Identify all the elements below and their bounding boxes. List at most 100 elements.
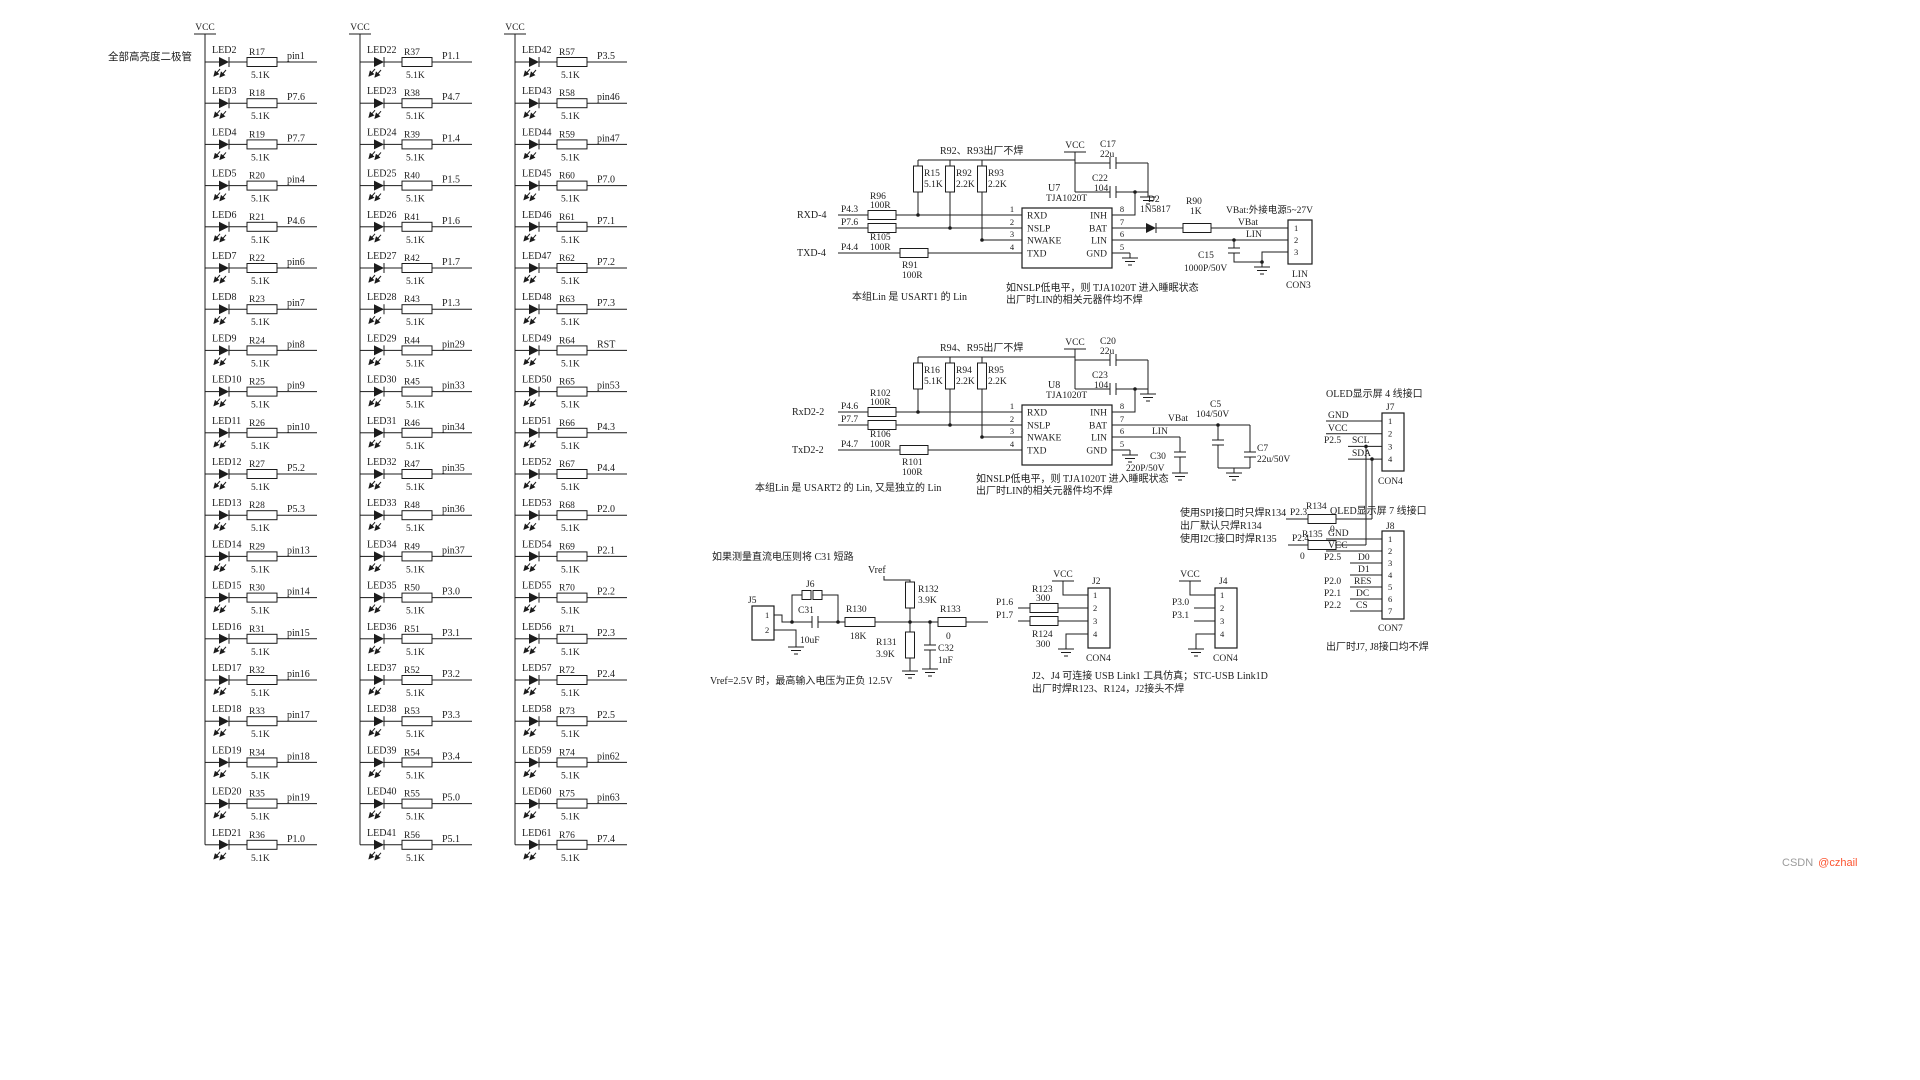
led-diode [374,633,384,644]
label-usb-j2-name: CON4 [1086,654,1111,664]
label-led_columns-2-rows-9-pin: P4.3 [597,422,615,433]
led-emission-arrow [368,315,376,324]
label-led_columns-1-rows-4-val: 5.1K [406,236,425,246]
label-lin2-r101-val: 100R [902,468,923,478]
led-diode [219,551,229,562]
label-oled7-note: 出厂时J7, J8接口均不焊 [1326,640,1429,653]
label-led_columns-1-rows-11-pin: pin36 [442,504,465,515]
label-lin1-rxd_pin: P4.3 [841,205,858,215]
resistor-body [401,798,433,809]
label-led_columns-2-rows-13-val: 5.1K [561,607,580,617]
label-led_columns-0-rows-3-res: R20 [249,172,265,182]
led-emission-arrow [523,398,531,407]
led-diode [219,263,229,273]
connector-body [1381,530,1405,620]
label-led_columns-0-rows-2-val: 5.1K [251,153,270,163]
resistor-body [556,757,588,768]
label-led_columns-2-rows-6-pin: P7.3 [597,298,615,309]
label-lin2-c23-ref: C23 [1092,371,1108,381]
label-led_columns-0-rows-2-led: LED4 [212,127,236,138]
label-led_columns-2-rows-15-val: 5.1K [561,689,580,699]
label-lin1-u-part: TJA1020T [1046,194,1087,204]
label-lin1-u-pins_right-0: INH [1090,212,1107,222]
led-diode [374,757,384,768]
led-emission-arrow [213,810,221,819]
led-emission-arrow [529,728,537,737]
led-emission-arrow [374,316,382,325]
label-led_columns-1-rows-5-res: R42 [404,254,420,264]
label-oled7-nums-2: 3 [1388,558,1392,568]
label-led_columns-1-rows-6-res: R43 [404,295,420,305]
label-led_columns-0-rows-14-val: 5.1K [251,648,270,658]
label-lin2-r16-val: 5.1K [924,377,943,387]
resistor-body [556,304,588,315]
label-oled4-pins-0-label: GND [1328,411,1349,421]
led-emission-arrow [368,810,376,819]
label-led_columns-0-rows-10-val: 5.1K [251,483,270,493]
label-lin1-lin: LIN [1246,230,1262,240]
led-diode [529,469,539,479]
label-led_columns-0-rows-13-res: R30 [249,584,265,594]
led-emission-arrow [523,357,531,366]
label-oled7-nums-5: 6 [1388,594,1392,604]
label-oled7-nums-4: 5 [1388,582,1392,592]
ic-body [1021,207,1113,269]
led-emission-arrow [213,233,221,242]
label-lin1-d2-val: 1N5817 [1140,205,1171,215]
label-lin2-u-pins_left-2: NWAKE [1027,434,1061,444]
resistor-body [556,263,588,273]
label-led_columns-1-rows-7-led: LED29 [367,333,396,344]
label-usb-p30: P3.0 [1172,598,1189,608]
led-diode [219,221,229,232]
label-lin2-r101-ref: R101 [902,458,923,468]
label-led_columns-2-rows-16-led: LED58 [522,704,551,715]
label-led_columns-1-rows-8-led: LED30 [367,375,396,386]
resistor-body [556,716,588,727]
label-adc-r133-ref: R133 [940,605,961,615]
ic-body [1021,404,1113,466]
resistor-body [945,165,955,193]
led-emission-arrow [219,275,227,284]
led-emission-arrow [523,686,531,695]
led-emission-arrow [368,439,376,448]
led-emission-arrow [523,810,531,819]
label-led_columns-1-rows-17-led: LED39 [367,745,396,756]
resistor-body [246,510,278,521]
label-lin1-con-nums-2: 3 [1294,247,1298,257]
led-diode [529,510,539,521]
resistor-body [1182,223,1212,233]
resistor-body [246,345,278,356]
label-usb-j4-nums-2: 3 [1220,616,1224,626]
label-led_columns-1-rows-10-res: R47 [404,460,420,470]
led-emission-arrow [523,315,531,324]
label-spi-r135-val: 0 [1300,552,1305,562]
led-diode [529,221,539,232]
label-led_columns-2-rows-15-pin: P2.4 [597,669,615,680]
led-emission-arrow [529,69,537,78]
resistor-body [246,551,278,562]
label-usb-j4-name: CON4 [1213,654,1238,664]
led-diode [374,221,384,232]
label-usb-r124-ref: R124 [1032,630,1053,640]
label-lin1-u-nums_right-0: 8 [1120,204,1124,214]
label-led_columns-2-rows-4-led: LED46 [522,210,551,221]
label-spi-p24: P2.4 [1292,534,1309,544]
label-led_columns-0-rows-3-val: 5.1K [251,195,270,205]
led-diode [219,839,229,850]
label-led_columns-2-rows-7-val: 5.1K [561,359,580,369]
label-oled7-nums-0: 1 [1388,534,1392,544]
label-led_columns-2-rows-14-val: 5.1K [561,648,580,658]
label-led_columns-1-rows-2-res: R39 [404,130,420,140]
led-emission-arrow [374,193,382,202]
label-led_columns-1-rows-9-led: LED31 [367,416,396,427]
label-lin2-r95-val: 2.2K [988,377,1007,387]
resistor-body [556,386,588,397]
label-led_columns-2-rows-5-res: R62 [559,254,575,264]
label-lin2-rxd_pin: P4.6 [841,402,858,412]
label-led_columns-2-rows-4-pin: P7.1 [597,216,615,227]
led-diode [529,839,539,850]
led-emission-arrow [219,728,227,737]
led-diode [374,98,384,109]
label-led_columns-2-rows-15-led: LED57 [522,663,551,674]
resistor-body [401,263,433,273]
